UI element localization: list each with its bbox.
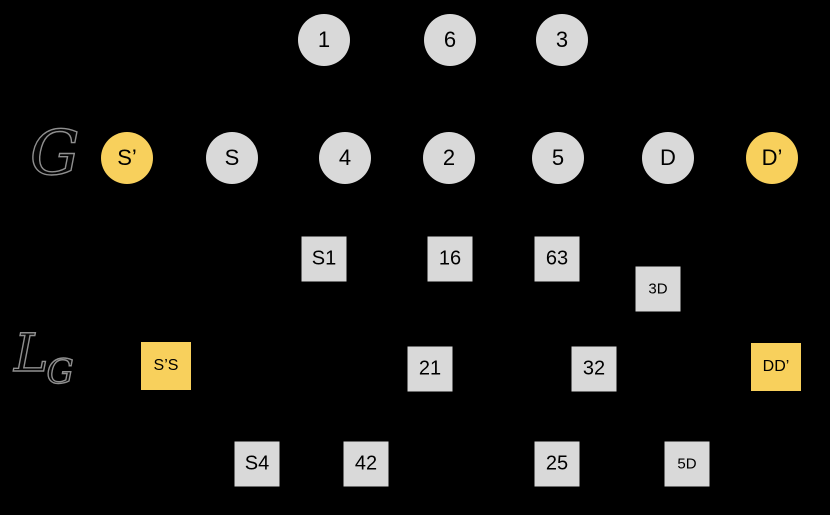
- node-s4: S4: [234, 441, 280, 487]
- node-25: 25: [534, 441, 580, 487]
- node-s-prime-s: S’S: [141, 342, 191, 390]
- node-d-prime: D’: [746, 132, 798, 184]
- node-21: 21: [407, 346, 453, 392]
- node-dd-prime: DD’: [751, 343, 801, 391]
- node-5: 5: [532, 132, 584, 184]
- node-d: D: [642, 132, 694, 184]
- graph-label: G: [29, 116, 80, 189]
- node-63: 63: [534, 236, 580, 282]
- node-2: 2: [423, 132, 475, 184]
- node-6: 6: [424, 14, 476, 66]
- line-graph-label-subscript: G: [46, 352, 75, 392]
- node-16: 16: [427, 236, 473, 282]
- line-graph-label: LG: [13, 327, 76, 389]
- node-4: 4: [319, 132, 371, 184]
- node-s-prime: S’: [101, 132, 153, 184]
- node-1: 1: [298, 14, 350, 66]
- line-graph-label-main: L: [13, 324, 49, 384]
- node-3: 3: [536, 14, 588, 66]
- node-42: 42: [343, 441, 389, 487]
- node-32: 32: [571, 346, 617, 392]
- node-3d: 3D: [635, 266, 681, 312]
- node-5d: 5D: [664, 441, 710, 487]
- node-s1: S1: [301, 236, 347, 282]
- node-s: S: [206, 132, 258, 184]
